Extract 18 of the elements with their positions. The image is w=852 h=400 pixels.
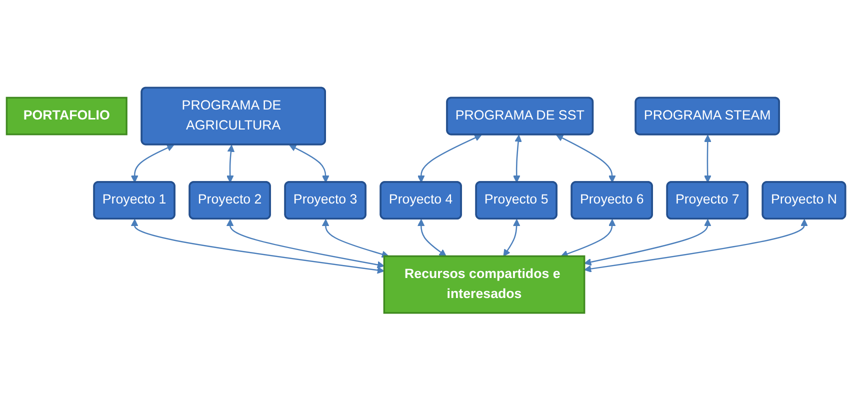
- arrow: [584, 218, 808, 272]
- node-box: [383, 255, 586, 314]
- arrow: [130, 144, 174, 182]
- arrow: [560, 218, 616, 258]
- arrow: [226, 144, 235, 182]
- arrow: [584, 218, 712, 266]
- arrow: [226, 218, 384, 268]
- node-box: [6, 96, 128, 135]
- arrow: [556, 134, 616, 182]
- arrow: [417, 134, 482, 182]
- arrow: [512, 134, 522, 182]
- diagram: PORTAFOLIO PROGRAMA DE AGRICULTURA PROGRAMA DE SST PROGRAMA STEAM Proyecto 1 Proyecto 2 Proyecto 3 Proyecto 4 Proyecto 5 Proyecto 6 Proyecto 7 Proyecto N Recursos compartidos e interesados: [0, 80, 852, 320]
- arrow: [289, 144, 330, 182]
- arrow: [130, 218, 384, 274]
- arrow: [503, 218, 520, 256]
- arrow: [322, 218, 389, 258]
- arrow: [704, 134, 712, 182]
- arrow: [417, 218, 446, 256]
